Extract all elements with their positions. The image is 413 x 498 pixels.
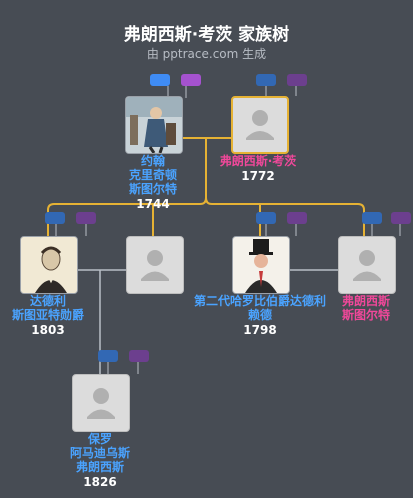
- person-name-dudley: 达德利 斯图亚特勋爵 1803: [0, 294, 98, 337]
- portrait-harrowby-image: [233, 237, 289, 293]
- person-name-harrowby: 第二代哈罗比伯爵达德利 赖德 1798: [170, 294, 350, 337]
- expand-female-badge-icon[interactable]: [181, 74, 201, 86]
- birth-year: 1772: [241, 169, 275, 183]
- person-card-frances-stuart[interactable]: [338, 236, 396, 294]
- person-card-frances[interactable]: [231, 96, 289, 154]
- expand-female-badge-icon[interactable]: [287, 74, 307, 86]
- expand-female-badge-icon[interactable]: [76, 212, 96, 224]
- birth-year: 1826: [83, 475, 117, 489]
- person-card-john[interactable]: [125, 96, 183, 154]
- page-title: 弗朗西斯·考茨 家族树: [123, 25, 290, 45]
- person-name-frances-stuart: 弗朗西斯 斯图尔特: [341, 294, 390, 322]
- expand-male-badge-icon[interactable]: [362, 212, 382, 224]
- expand-male-badge-icon[interactable]: [256, 74, 276, 86]
- person-card-dudley[interactable]: [20, 236, 78, 294]
- expand-male-badge-icon[interactable]: [150, 74, 170, 86]
- birth-year: 1803: [31, 323, 65, 337]
- person-name-paul: 保罗 阿马迪乌斯 弗朗西斯 1826: [50, 432, 150, 489]
- portrait-dudley-image: [21, 237, 77, 293]
- page-subtitle: 由 pptrace.com 生成: [146, 47, 267, 61]
- person-silhouette-icon: [353, 250, 381, 281]
- expand-male-badge-icon[interactable]: [256, 212, 276, 224]
- portrait-john-image: [126, 97, 182, 153]
- person-silhouette-icon: [141, 250, 169, 281]
- birth-year: 1798: [243, 323, 277, 337]
- person-silhouette-icon: [87, 388, 115, 419]
- person-name-john: 约翰 克里奇顿 斯图尔特 1744: [103, 154, 203, 211]
- expand-male-badge-icon[interactable]: [45, 212, 65, 224]
- expand-female-badge-icon[interactable]: [391, 212, 411, 224]
- person-card-harrowby[interactable]: [232, 236, 290, 294]
- person-name-frances: 弗朗西斯·考茨 1772: [198, 154, 318, 183]
- birth-year: 1744: [136, 197, 170, 211]
- person-card-unknown[interactable]: [126, 236, 184, 294]
- person-card-paul[interactable]: [72, 374, 130, 432]
- expand-female-badge-icon[interactable]: [129, 350, 149, 362]
- expand-female-badge-icon[interactable]: [287, 212, 307, 224]
- expand-male-badge-icon[interactable]: [98, 350, 118, 362]
- person-silhouette-icon: [246, 110, 274, 140]
